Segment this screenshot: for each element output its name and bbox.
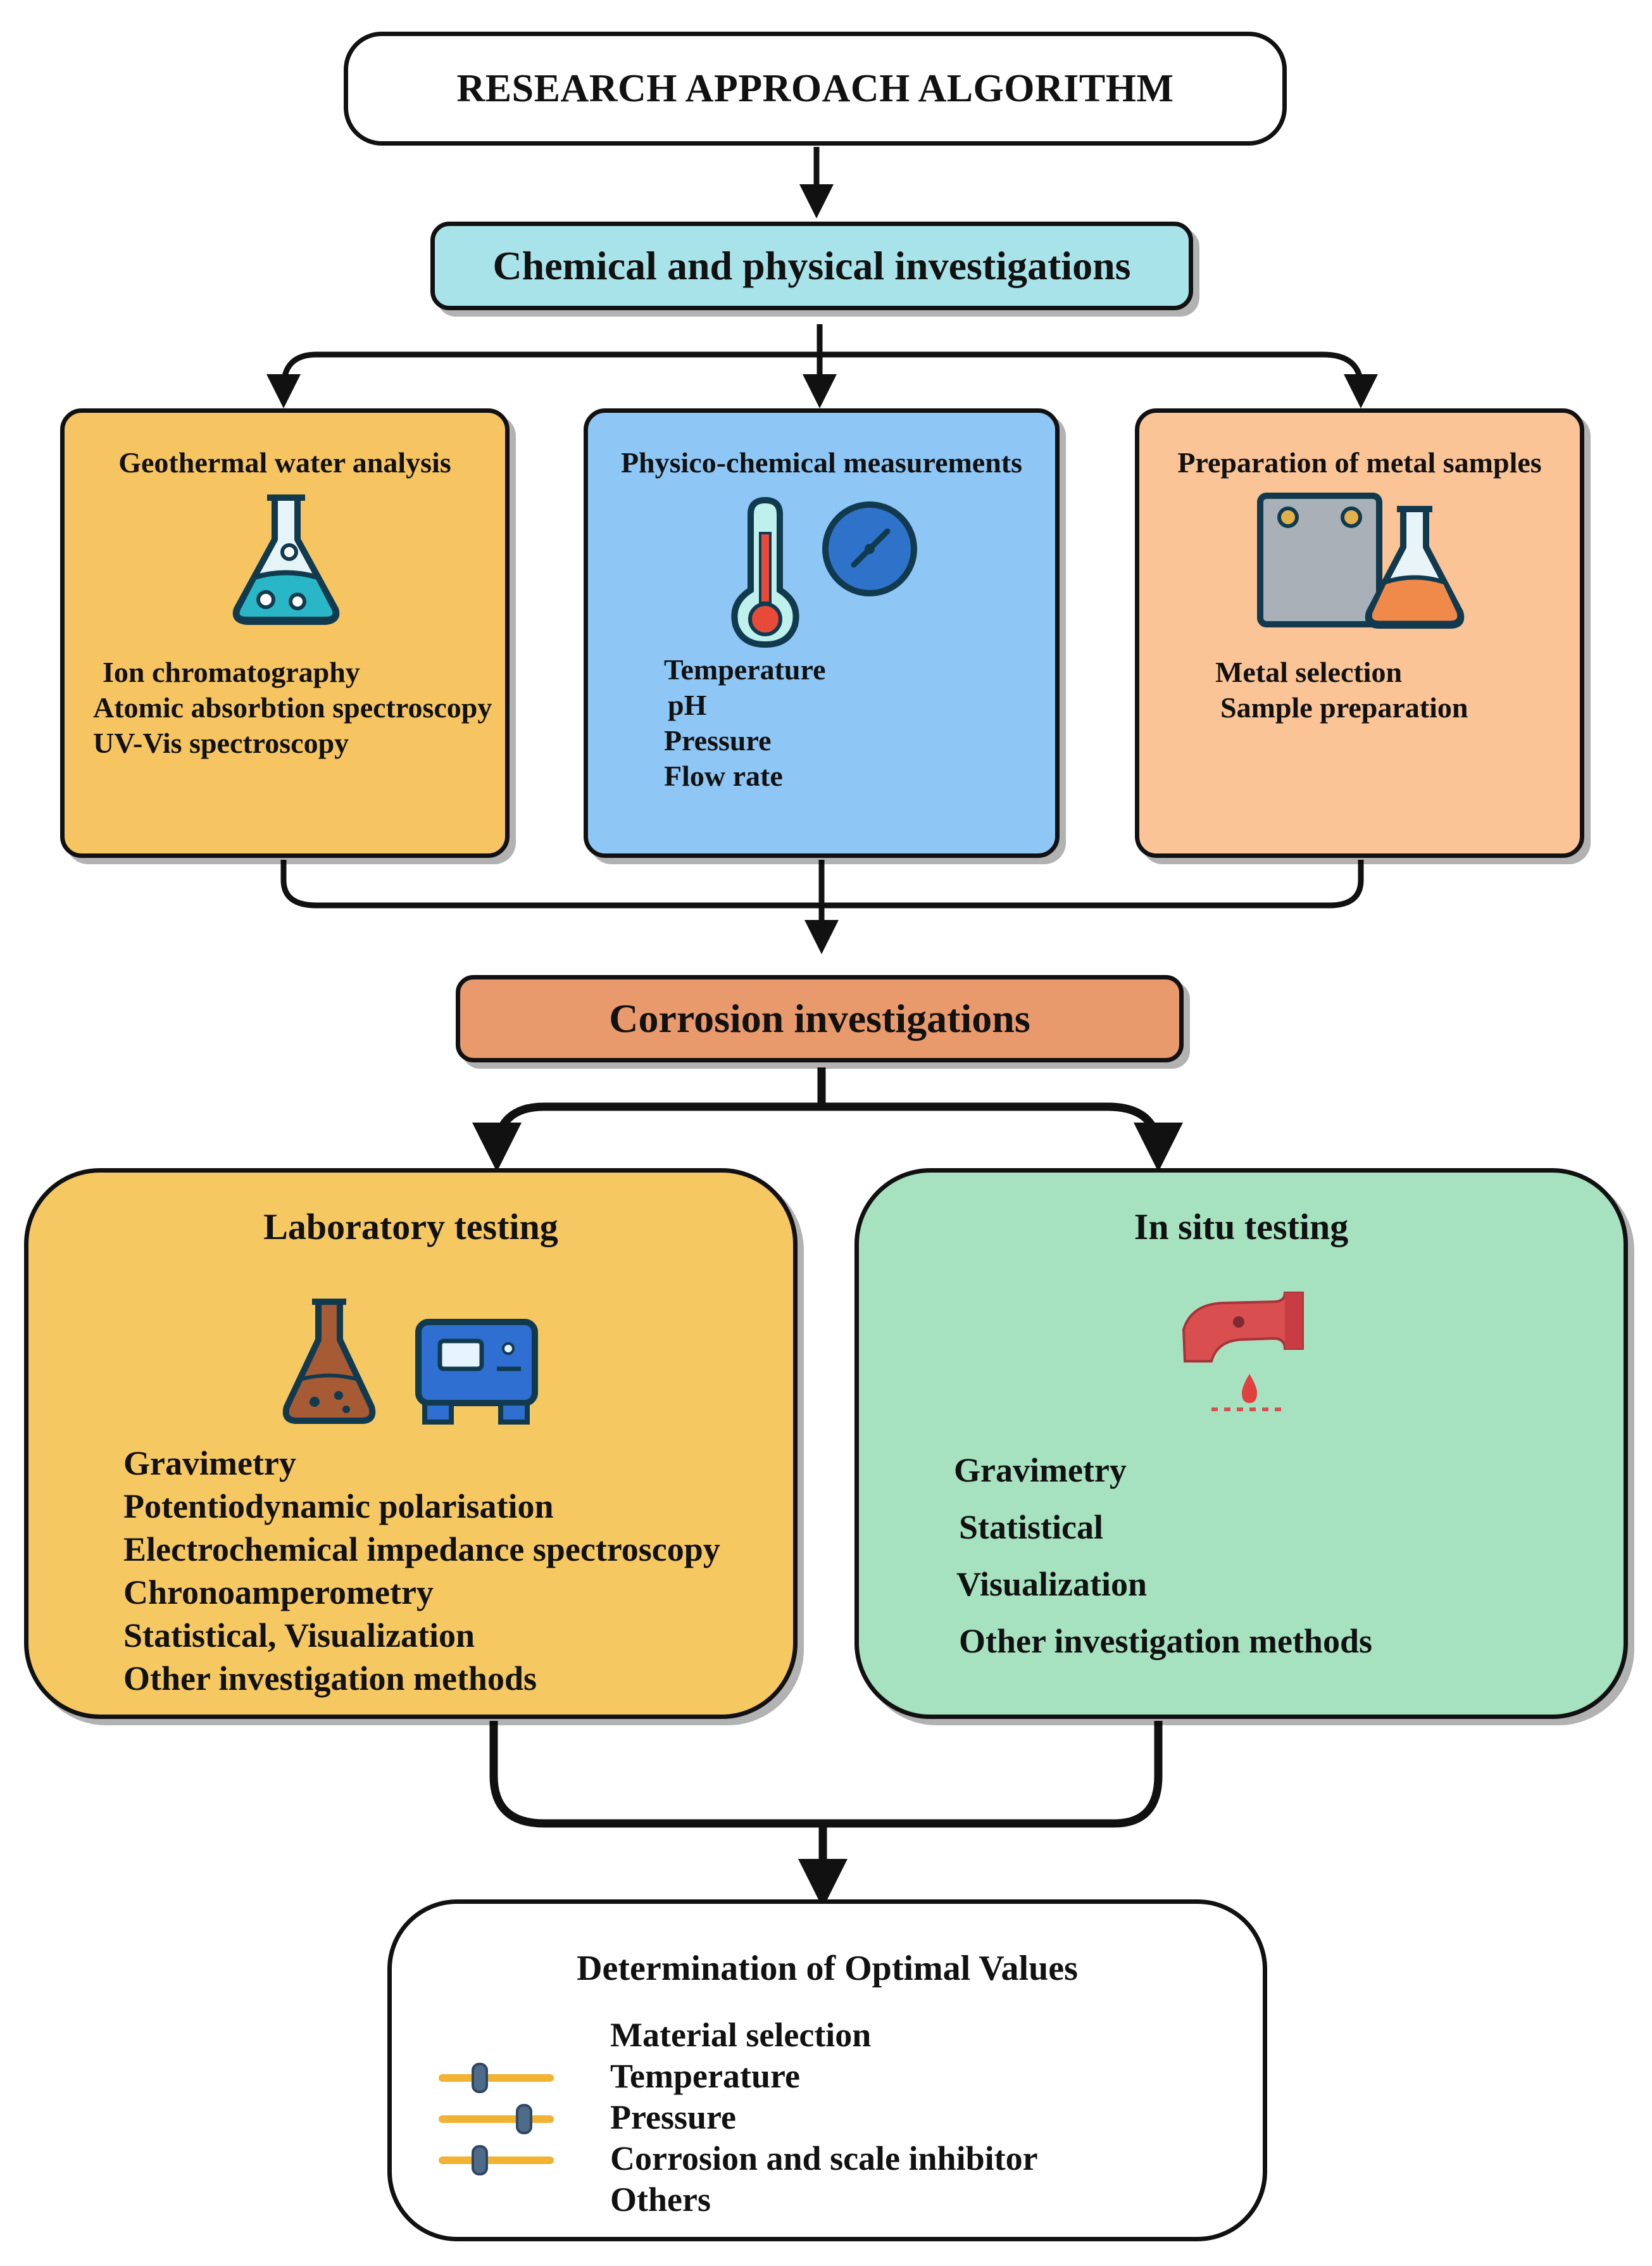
panel-title: In situ testing (1134, 1206, 1349, 1247)
list-item: Corrosion and scale inhibitor (610, 2139, 1038, 2177)
list-item: Visualization (956, 1565, 1148, 1603)
panel-title: Physico-chemical measurements (620, 446, 1023, 479)
list-item: Atomic absorbtion spectroscopy (93, 691, 492, 724)
stage2-band: Corrosion investigations (456, 975, 1184, 1062)
panel-geothermal-water: Geothermal water analysis Ion chromatogr… (60, 408, 510, 858)
merge-line-testing (489, 1721, 1163, 1828)
stage1-band: Chemical and physical investigations (430, 222, 1193, 310)
list-item: Statistical (959, 1508, 1103, 1546)
flask-icon (1365, 506, 1465, 629)
diagram-title: RESEARCH APPROACH ALGORITHM (456, 66, 1174, 110)
instrument-icon (415, 1319, 538, 1425)
flask-icon (282, 1299, 376, 1424)
list-item: Pressure (610, 2098, 736, 2136)
stage1-label: Chemical and physical investigations (492, 243, 1131, 288)
list-item: UV-Vis spectroscopy (93, 727, 349, 759)
panel-title: Laboratory testing (263, 1206, 558, 1247)
panel-insitu-testing: In situ testing Gravimetry Statistical V… (854, 1168, 1628, 1719)
stage2-label: Corrosion investigations (609, 996, 1030, 1041)
list-item: Metal selection (1215, 656, 1403, 688)
panel-title: Preparation of metal samples (1177, 446, 1542, 479)
result-box: Determination of Optimal Values Material… (387, 1899, 1267, 2241)
panel-title: Geothermal water analysis (118, 446, 451, 479)
list-item: pH (668, 689, 707, 721)
metal-plate-icon (1257, 493, 1382, 627)
sliders-icon (439, 2063, 554, 2175)
gauge-icon (822, 501, 917, 596)
list-item: Chronoamperometry (123, 1573, 434, 1611)
panel-laboratory-testing: Laboratory testing Gravimetry Potentiody… (24, 1168, 798, 1719)
list-item: Others (610, 2181, 711, 2219)
list-item: Statistical, Visualization (123, 1616, 475, 1654)
branch-line-testing (492, 1102, 1163, 1153)
list-item: Flow rate (664, 760, 783, 792)
list-item: Ion chromatography (103, 656, 360, 688)
panel-metal-samples: Preparation of metal samples Metal selec… (1135, 408, 1584, 858)
list-item: Material selection (610, 2016, 872, 2054)
list-item: Temperature (664, 653, 826, 686)
list-item: Temperature (610, 2057, 800, 2095)
list-item: Other investigation methods (123, 1659, 537, 1697)
list-item: Gravimetry (954, 1451, 1127, 1489)
list-item: Electrochemical impedance spectroscopy (123, 1530, 720, 1568)
flask-icon (232, 494, 340, 625)
pipe-leak-icon (1182, 1292, 1304, 1411)
branch-line-panels (280, 351, 1364, 388)
list-item: Gravimetry (123, 1444, 296, 1482)
thermometer-icon (731, 496, 799, 648)
list-item: Pressure (664, 724, 772, 757)
panel-physico-chemical: Physico-chemical measurements Temperatur… (584, 408, 1060, 858)
list-item: Sample preparation (1220, 691, 1468, 724)
title-box: RESEARCH APPROACH ALGORITHM (344, 32, 1287, 146)
list-item: Other investigation methods (959, 1622, 1373, 1660)
result-title: Determination of Optimal Values (577, 1949, 1078, 1988)
list-item: Potentiodynamic polarisation (123, 1487, 554, 1525)
